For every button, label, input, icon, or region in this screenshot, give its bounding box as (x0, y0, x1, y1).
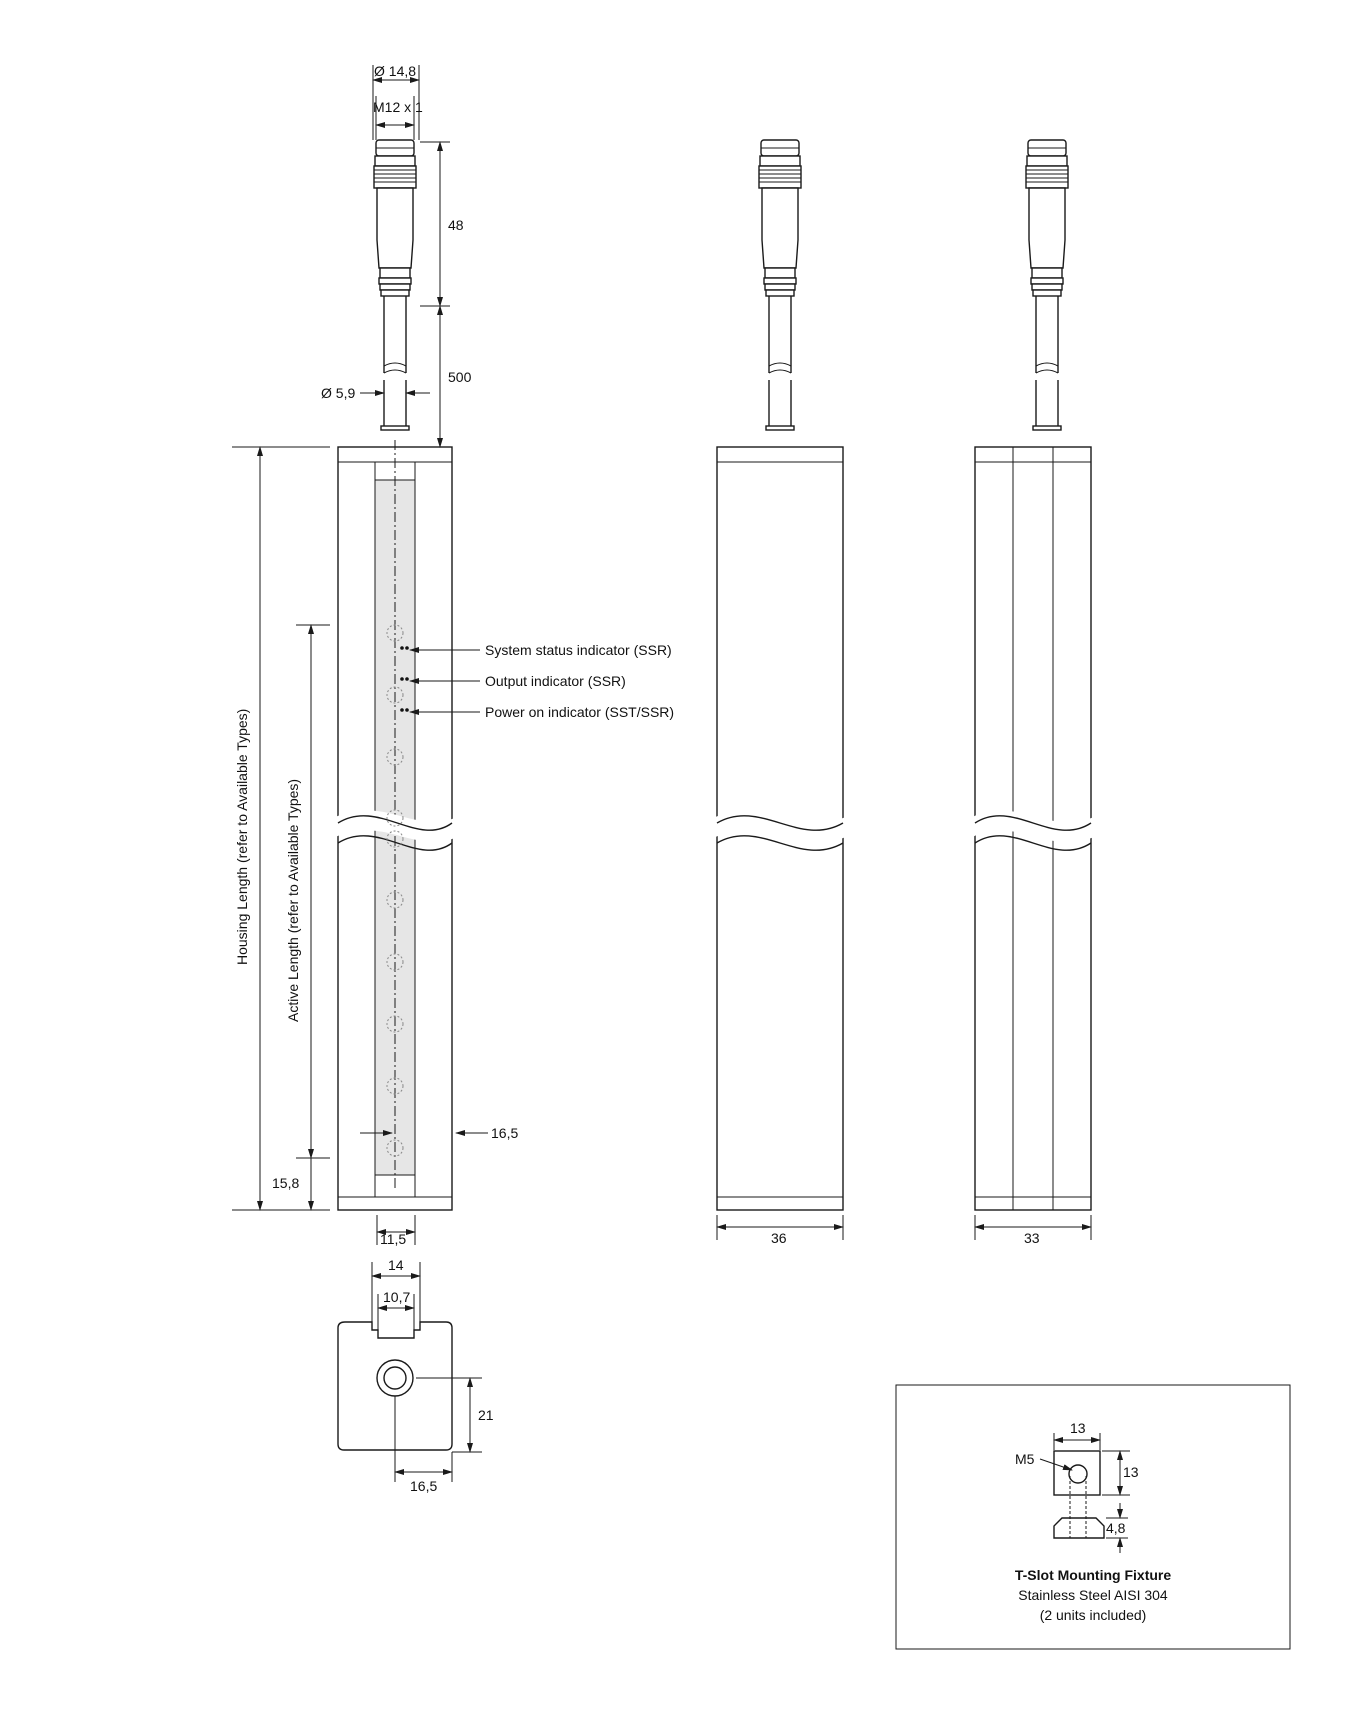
dim-cable-diameter: Ø 5,9 (321, 385, 355, 401)
fixture-quantity: (2 units included) (1040, 1607, 1147, 1623)
fixture-dim-width: 13 (1070, 1420, 1086, 1436)
fixture-dim-depth: 4,8 (1106, 1520, 1126, 1536)
side-view-33 (968, 139, 1098, 1240)
dim-outer-diameter: Ø 14,8 (374, 63, 416, 79)
dim-thread: M12 x 1 (373, 99, 423, 115)
fixture-drawing (1039, 1433, 1130, 1553)
housing-length-label: Housing Length (refer to Available Types… (234, 709, 250, 965)
dim-strip-width: 11,5 (380, 1231, 406, 1247)
dim-slot-10-7: 10,7 (383, 1289, 410, 1305)
dim-cable-length: 500 (448, 369, 472, 385)
dim-edge-offset: 16,5 (491, 1125, 518, 1141)
dim-width-33: 33 (1024, 1230, 1040, 1246)
cross-section (337, 1262, 482, 1482)
lens-circles (386, 624, 404, 1157)
system-status-indicator-label: System status indicator (SSR) (485, 642, 672, 658)
fixture-box (895, 1384, 1291, 1650)
output-indicator-label: Output indicator (SSR) (485, 673, 626, 689)
dim-connector-length: 48 (448, 217, 464, 233)
indicator-leaders (409, 647, 480, 715)
active-length-label: Active Length (refer to Available Types) (285, 779, 301, 1022)
power-indicator-label: Power on indicator (SST/SSR) (485, 704, 674, 720)
fixture-title: T-Slot Mounting Fixture (1015, 1567, 1172, 1583)
dim-hole-21: 21 (478, 1407, 494, 1423)
dim-hole-16-5: 16,5 (410, 1478, 437, 1494)
fixture-dim-height: 13 (1123, 1464, 1139, 1480)
side-view-36 (710, 139, 850, 1240)
front-view (330, 139, 460, 1211)
dimension-lines-length (232, 446, 330, 1211)
dim-width-36: 36 (771, 1230, 787, 1246)
fixture-thread: M5 (1015, 1451, 1035, 1467)
fixture-material: Stainless Steel AISI 304 (1018, 1587, 1168, 1603)
dim-bottom-offset: 15,8 (272, 1175, 299, 1191)
dim-slot-14: 14 (388, 1257, 404, 1273)
dimension-lines-top (360, 65, 450, 448)
